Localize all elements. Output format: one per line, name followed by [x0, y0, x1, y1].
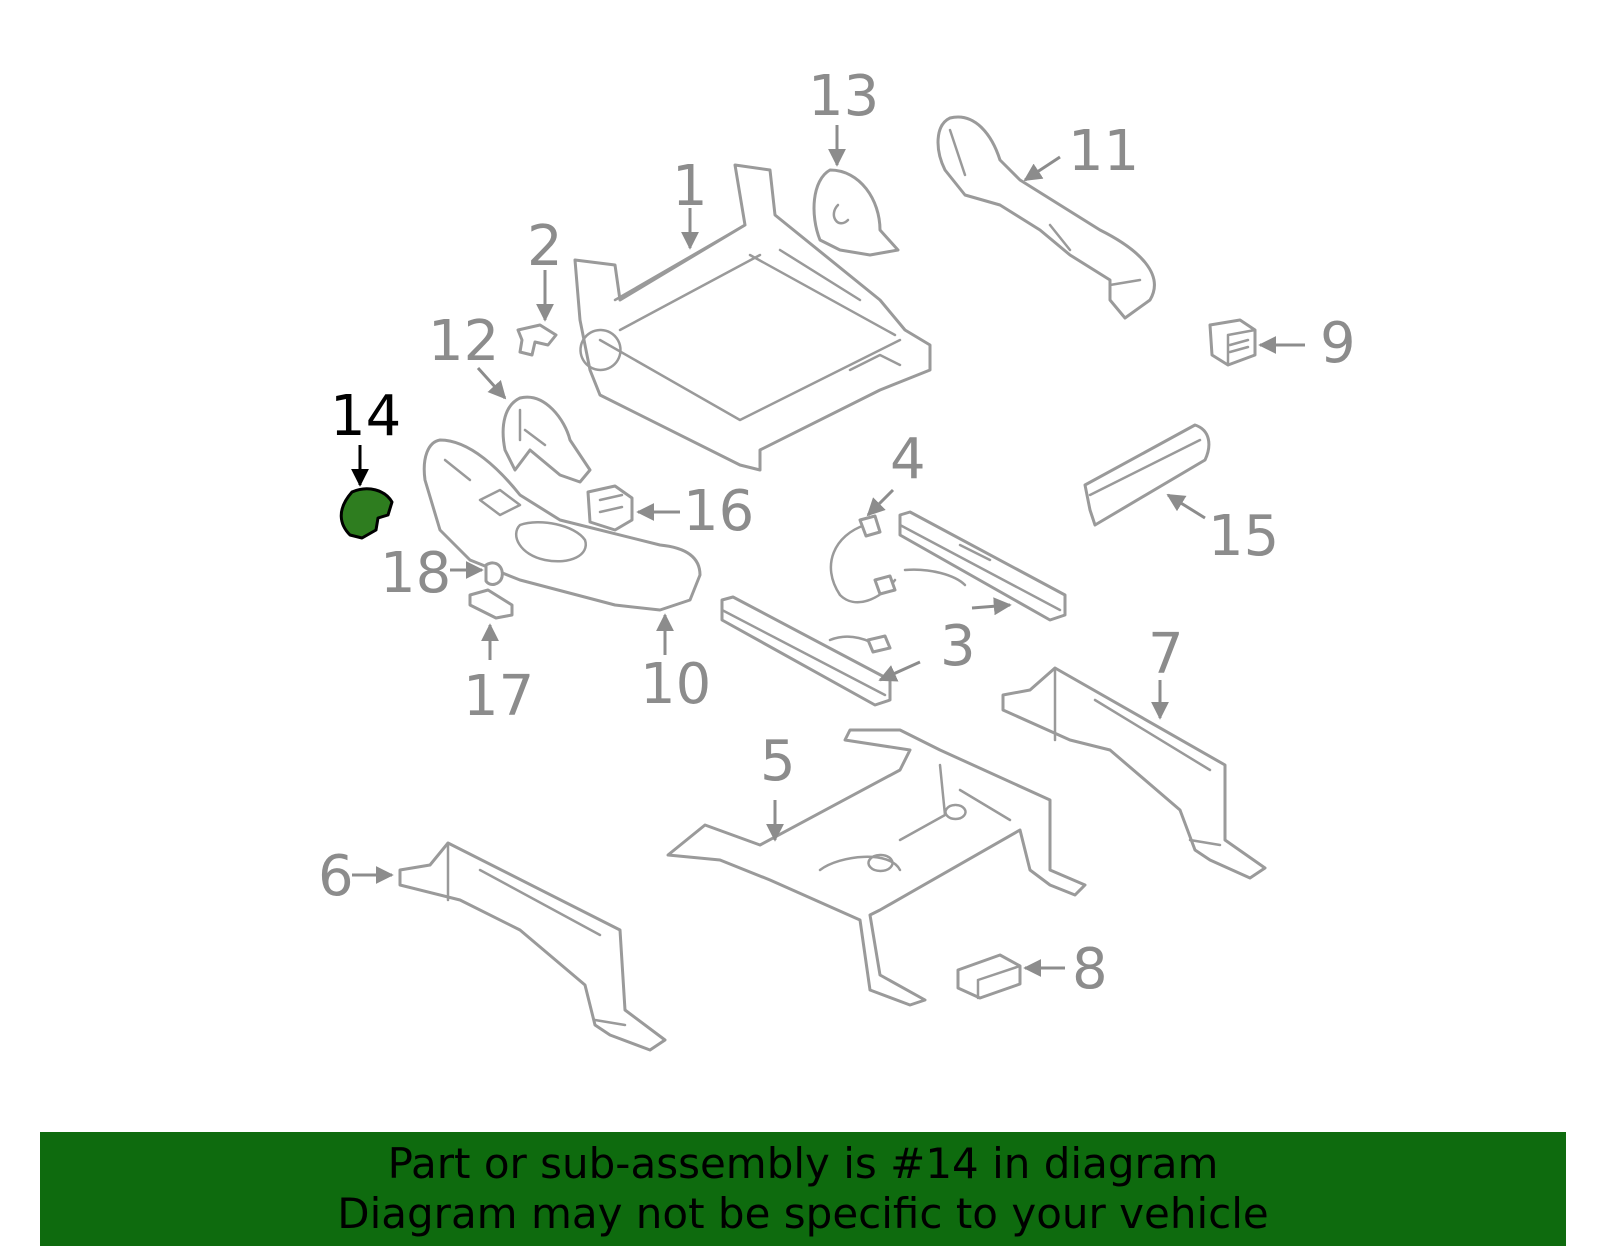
part-5-base-frame[interactable] [666, 728, 1087, 1007]
part-8-module[interactable] [956, 953, 1022, 1000]
part-13-cover[interactable] [812, 168, 900, 257]
callout-18: 18 [380, 541, 451, 606]
part-16-connector[interactable] [586, 484, 634, 532]
part-14-clip-highlighted[interactable] [339, 487, 394, 540]
part-11-side-shield[interactable] [936, 115, 1156, 320]
callout-4: 4 [890, 427, 926, 492]
part-7-outer-rail[interactable] [1001, 666, 1267, 880]
part-4-wire-harness[interactable] [829, 514, 897, 604]
callout-16: 16 [683, 479, 754, 544]
callout-9: 9 [1320, 311, 1356, 376]
callout-2: 2 [527, 214, 563, 279]
part-2-bracket[interactable] [516, 323, 558, 357]
callout-1: 1 [672, 154, 708, 219]
callout-6: 6 [318, 844, 354, 909]
callout-7: 7 [1148, 622, 1184, 687]
part-1-seat-frame[interactable] [573, 163, 932, 472]
info-banner: Part or sub-assembly is #14 in diagram D… [40, 1132, 1566, 1246]
callout-11: 11 [1068, 119, 1139, 184]
callout-17: 17 [463, 664, 534, 729]
banner-line-2: Diagram may not be specific to your vehi… [337, 1189, 1269, 1238]
callout-13: 13 [808, 64, 879, 129]
banner-line-1: Part or sub-assembly is #14 in diagram [387, 1139, 1219, 1188]
callout-15: 15 [1208, 504, 1279, 569]
part-6-inner-rail[interactable] [398, 841, 667, 1052]
callout-8: 8 [1072, 937, 1108, 1002]
callout-labels: 1 2 3 4 5 6 7 8 9 10 11 12 13 14 15 16 1… [318, 64, 1356, 1002]
callout-12: 12 [428, 309, 499, 374]
leader-lines [351, 125, 1305, 977]
part-18-plug[interactable] [484, 561, 504, 586]
callout-3: 3 [940, 614, 976, 679]
part-15-trim-rail[interactable] [1083, 423, 1211, 527]
callout-14: 14 [330, 384, 401, 449]
part-17-small-clip[interactable] [468, 588, 514, 620]
part-9-switch-knob[interactable] [1208, 318, 1257, 367]
callout-5: 5 [760, 729, 796, 794]
part-12-trim-piece[interactable] [501, 395, 592, 484]
part-3-seat-tracks[interactable] [720, 510, 1067, 707]
callout-10: 10 [640, 652, 711, 717]
